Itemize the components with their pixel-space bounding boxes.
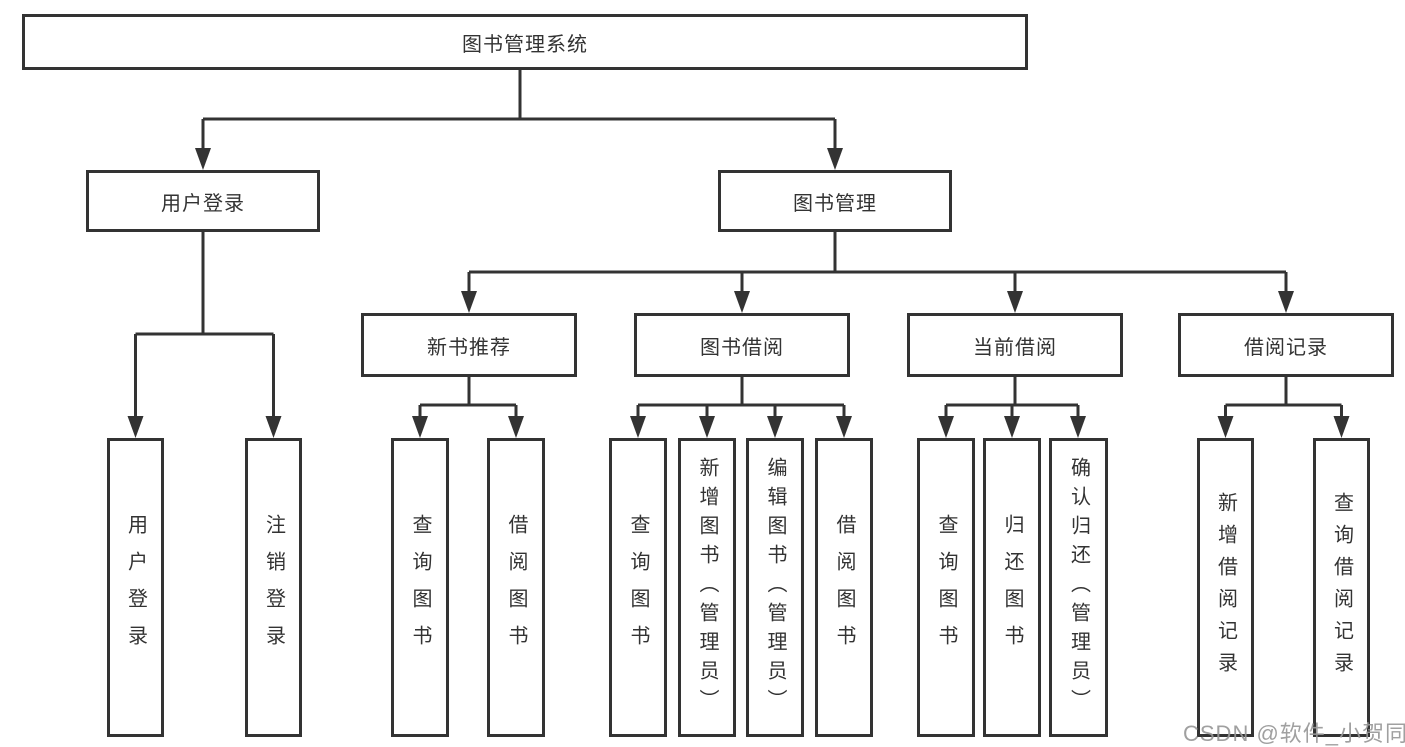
node-user-login: 用户登录 [86,170,320,232]
node-label: 借阅记录 [1244,336,1328,359]
arrowhead [630,416,646,438]
node-book-management: 图书管理 [718,170,952,232]
node-borrow-record: 借阅记录 [1178,313,1394,377]
arrowhead [265,416,282,438]
node-label: 新增图书（管理员） [696,457,718,718]
node-label: 确认归还（管理员） [1067,457,1090,718]
node-label: 编辑图书（管理员） [764,457,786,718]
node-label: 查询图书 [627,513,649,662]
connector [944,377,1080,418]
node-label: 图书管理系统 [462,33,588,56]
leaf-query-books-borrow: 查询图书 [609,438,667,737]
node-label: 借阅图书 [505,513,527,662]
node-current-borrow: 当前借阅 [907,313,1123,377]
arrowhead [1217,416,1234,438]
node-label: 图书管理 [793,192,877,215]
connector [134,232,275,418]
leaf-add-borrow-record: 新增借阅记录 [1197,438,1254,737]
arrowhead [699,416,715,438]
arrowhead [127,416,144,438]
connector [467,232,1288,293]
arrowhead [734,291,750,313]
leaf-user-login: 用户登录 [107,438,164,737]
leaf-query-borrow-record: 查询借阅记录 [1313,438,1370,737]
watermark-text: CSDN @软件_小贺同学 [1183,721,1405,746]
connector [1224,377,1343,418]
arrowhead [767,416,783,438]
node-label: 归还图书 [1001,513,1023,662]
leaf-return-book: 归还图书 [983,438,1041,737]
node-label: 用户登录 [124,513,147,662]
connector [636,377,846,418]
node-label: 用户登录 [161,192,245,215]
arrowhead [508,416,524,438]
node-label: 查询借阅记录 [1330,491,1353,684]
leaf-borrow-books-recommend: 借阅图书 [487,438,545,737]
arrowhead [1004,416,1020,438]
leaf-query-books-recommend: 查询图书 [391,438,449,737]
arrowhead [461,291,477,313]
node-label: 新增借阅记录 [1214,491,1237,684]
arrowhead [195,148,211,170]
arrowhead [1007,291,1023,313]
node-label: 图书借阅 [700,336,784,359]
arrowhead [938,416,954,438]
node-label: 借阅图书 [833,513,855,662]
arrowhead [836,416,852,438]
leaf-edit-book-admin: 编辑图书（管理员） [746,438,804,737]
node-root-library-system: 图书管理系统 [22,14,1028,70]
connector [418,377,518,418]
leaf-logout: 注销登录 [245,438,302,737]
arrowhead [1278,291,1294,313]
leaf-borrow-book: 借阅图书 [815,438,873,737]
node-label: 新书推荐 [427,336,511,359]
node-label: 当前借阅 [973,336,1057,359]
leaf-add-book-admin: 新增图书（管理员） [678,438,736,737]
arrowhead [1070,416,1086,438]
node-label: 查询图书 [935,513,957,662]
node-new-book-recommend: 新书推荐 [361,313,577,377]
node-label: 注销登录 [262,513,285,662]
leaf-query-books-current: 查询图书 [917,438,975,737]
node-book-borrow: 图书借阅 [634,313,850,377]
arrowhead [1333,416,1350,438]
arrowhead [827,148,843,170]
connector [201,70,837,150]
arrowhead [412,416,428,438]
node-label: 查询图书 [409,513,431,662]
leaf-confirm-return-admin: 确认归还（管理员） [1049,438,1108,737]
